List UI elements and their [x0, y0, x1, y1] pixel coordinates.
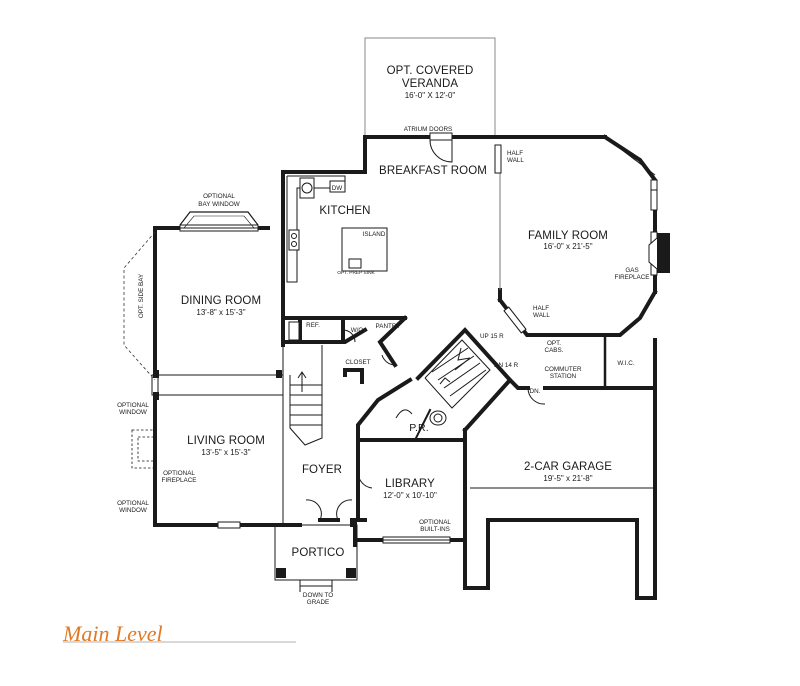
veranda-dimensions: 16'-0" X 12'-0"	[405, 91, 456, 100]
portico-label: PORTICO	[292, 547, 345, 559]
stairs-down-label: DN 14 R	[494, 362, 519, 369]
half-wall-top-label-2: WALL	[507, 157, 524, 164]
walk-in-closet-label: W.I.C.	[617, 360, 634, 367]
library-label: LIBRARY	[385, 478, 435, 490]
caption-block: Main Level	[62, 621, 296, 646]
commuter-station-label-2: STATION	[550, 373, 577, 380]
portico-structure	[274, 524, 358, 592]
optional-fireplace-symbol	[131, 429, 157, 469]
powder-room-fixtures	[395, 409, 447, 426]
staircase	[289, 339, 491, 446]
doors	[305, 139, 546, 521]
commuter-station-label-1: COMMUTER	[544, 366, 582, 373]
refrigerator-label: REF.	[306, 322, 320, 329]
side-bay	[123, 231, 156, 381]
atrium-doors-label: ATRIUM DOORS	[404, 126, 453, 133]
family-room-dimensions: 16'-0" x 21'-5"	[543, 242, 592, 251]
stairs-up-label: UP 15 R	[480, 333, 504, 340]
optional-window-2-label-2: WINDOW	[119, 507, 147, 514]
powder-room-label: P.R.	[409, 422, 428, 434]
dishwasher-label: DW	[332, 185, 343, 192]
breakfast-room-label: BREAKFAST ROOM	[379, 165, 487, 177]
family-room-label: FAMILY ROOM	[528, 230, 608, 242]
optional-fireplace-label-2: FIREPLACE	[162, 477, 197, 484]
veranda-area	[364, 37, 496, 137]
optional-fireplace-label-1: OPTIONAL	[163, 470, 195, 477]
side-bay-label: OPT. SIDE BAY	[138, 273, 145, 318]
stair-arrows	[439, 347, 471, 385]
library-dimensions: 12'-0" x 10'-10"	[383, 491, 437, 500]
optional-window-1-label-1: OPTIONAL	[117, 402, 149, 409]
veranda-label-2: VERANDA	[402, 78, 459, 90]
kitchen-label: KITCHEN	[319, 205, 370, 217]
built-ins-label-1: OPTIONAL	[419, 519, 451, 526]
bay-window-label-2: BAY WINDOW	[198, 201, 239, 208]
optional-window-1-label-2: WINDOW	[119, 409, 147, 416]
half-wall-bottom-label-2: WALL	[533, 312, 550, 319]
pantry-label: PANTRY	[376, 323, 402, 330]
grade-label-1: DOWN TO	[303, 592, 333, 599]
walls	[153, 134, 658, 600]
island-label: ISLAND	[363, 231, 386, 238]
grade-label-2: GRADE	[307, 599, 329, 606]
opt-cabs-label-2: CABS.	[545, 347, 564, 354]
half-wall-top-label-1: HALF	[507, 150, 523, 157]
veranda-label-1: OPT. COVERED	[387, 65, 474, 77]
living-room-dimensions: 13'-5" x 15'-3"	[201, 448, 250, 457]
dining-room-label: DINING ROOM	[181, 295, 261, 307]
built-ins-label-2: BUILT-INS	[420, 526, 450, 533]
corner-posts	[153, 370, 282, 400]
garage-door	[470, 487, 655, 521]
gas-fireplace-symbol	[648, 233, 670, 273]
optional-window-2-label-1: OPTIONAL	[117, 500, 149, 507]
garage-dimensions: 19'-5" x 21'-8"	[543, 474, 592, 483]
garage-label: 2-CAR GARAGE	[524, 461, 612, 473]
living-room-label: LIVING ROOM	[187, 435, 265, 447]
closet-label: CLOSET	[345, 359, 370, 366]
kitchen-fixtures	[286, 175, 388, 341]
half-wall-bottom-label-1: HALF	[533, 305, 549, 312]
prep-sink-label: OPT. PREP SINK	[337, 270, 375, 276]
gas-fireplace-label-2: FIREPLACE	[615, 274, 650, 281]
gas-fireplace-label-1: GAS	[625, 267, 638, 274]
bay-window	[179, 211, 259, 229]
bay-window-label-1: OPTIONAL	[203, 193, 235, 200]
dining-room-dimensions: 13'-8" x 15'-3"	[196, 308, 245, 317]
washer-label: W/O	[351, 327, 364, 334]
down-label: DN.	[530, 388, 541, 395]
labels: OPT. COVERED VERANDA 16'-0" X 12'-0" ATR…	[117, 65, 649, 606]
opt-cabs-label-1: OPT.	[547, 340, 561, 347]
foyer-label: FOYER	[302, 464, 342, 476]
